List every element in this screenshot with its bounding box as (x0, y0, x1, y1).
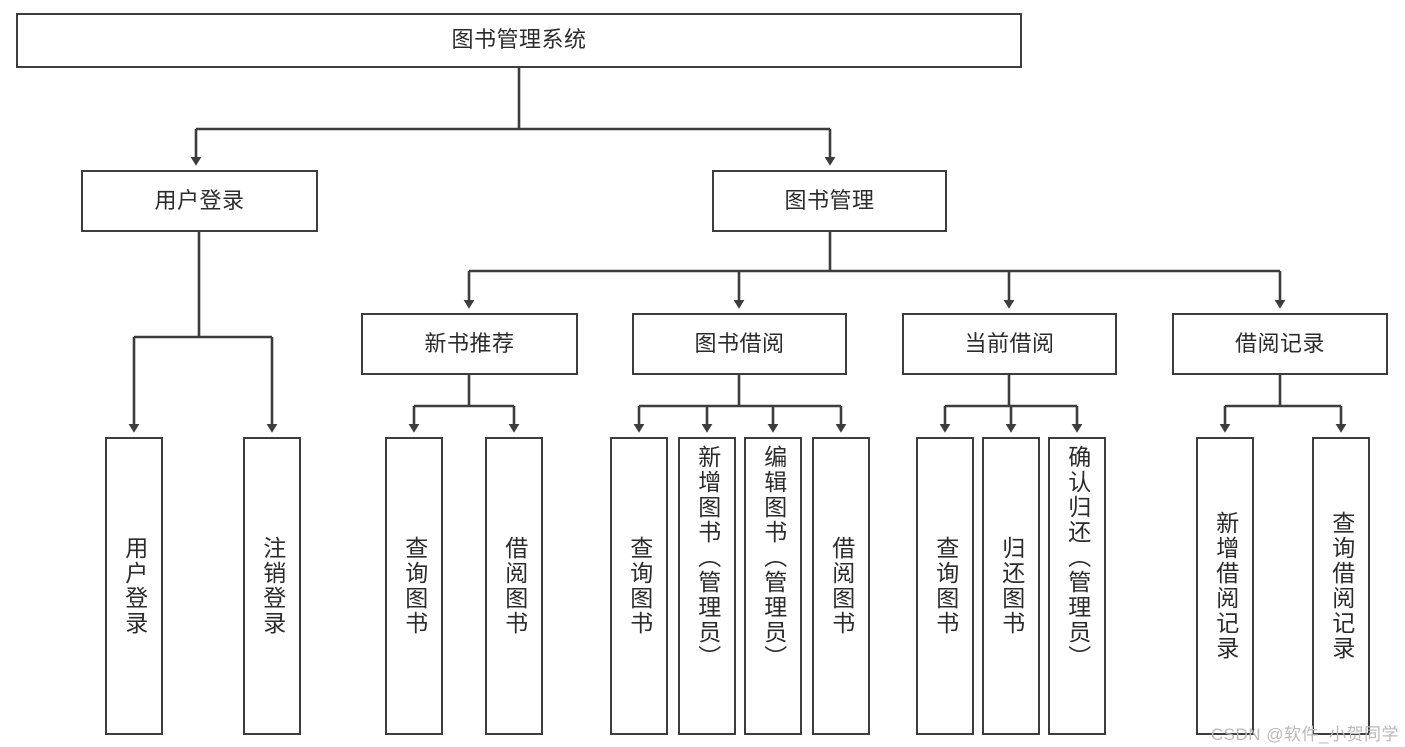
node-new-book-recommend[interactable]: 新书推荐 (361, 313, 578, 375)
node-label: 查询图书 (401, 536, 428, 636)
node-label: 图书管理 (784, 187, 875, 213)
node-book-borrow[interactable]: 图书借阅 (632, 313, 847, 375)
node-label: 新书推荐 (424, 330, 515, 356)
node-label: 归还图书 (998, 536, 1025, 636)
node-label: 新增图书（管理员） (694, 445, 721, 670)
node-leaf-query-borrow-record[interactable]: 查询借阅记录 (1312, 437, 1370, 735)
node-label: 编辑图书（管理员） (760, 445, 787, 670)
node-leaf-return-book[interactable]: 归还图书 (982, 437, 1040, 735)
node-leaf-query-book-current[interactable]: 查询图书 (916, 437, 974, 735)
node-leaf-add-book-admin[interactable]: 新增图书（管理员） (678, 437, 736, 735)
node-label: 当前借阅 (964, 330, 1055, 356)
node-label: 新增借阅记录 (1212, 511, 1239, 661)
node-label: 查询借阅记录 (1328, 511, 1355, 661)
node-leaf-logout[interactable]: 注销登录 (243, 437, 301, 735)
csdn-watermark: CSDN @软件_小贺同学 (1210, 725, 1399, 744)
node-leaf-borrow-book-recommend[interactable]: 借阅图书 (485, 437, 543, 735)
node-label: 图书管理系统 (451, 27, 587, 53)
node-leaf-borrow-book[interactable]: 借阅图书 (812, 437, 870, 735)
node-label: 借阅记录 (1234, 330, 1325, 356)
node-leaf-confirm-return-admin[interactable]: 确认归还（管理员） (1048, 437, 1106, 735)
node-leaf-user-login[interactable]: 用户登录 (105, 437, 163, 735)
node-label: 图书借阅 (694, 330, 785, 356)
node-book-management[interactable]: 图书管理 (712, 170, 947, 232)
node-label: 借阅图书 (828, 536, 855, 636)
node-borrow-record[interactable]: 借阅记录 (1172, 313, 1388, 375)
node-user-login[interactable]: 用户登录 (81, 170, 318, 232)
node-label: 借阅图书 (501, 536, 528, 636)
node-label: 查询图书 (626, 536, 653, 636)
node-leaf-add-borrow-record[interactable]: 新增借阅记录 (1196, 437, 1254, 735)
node-label: 查询图书 (932, 536, 959, 636)
node-label: 确认归还（管理员） (1064, 445, 1091, 670)
node-leaf-query-book-borrow[interactable]: 查询图书 (610, 437, 668, 735)
node-label: 用户登录 (154, 187, 245, 213)
node-current-borrow[interactable]: 当前借阅 (902, 313, 1117, 375)
node-root-book-management-system[interactable]: 图书管理系统 (16, 13, 1022, 68)
node-label: 用户登录 (121, 536, 148, 636)
node-leaf-edit-book-admin[interactable]: 编辑图书（管理员） (744, 437, 802, 735)
node-leaf-query-book-recommend[interactable]: 查询图书 (385, 437, 443, 735)
node-label: 注销登录 (259, 536, 286, 636)
